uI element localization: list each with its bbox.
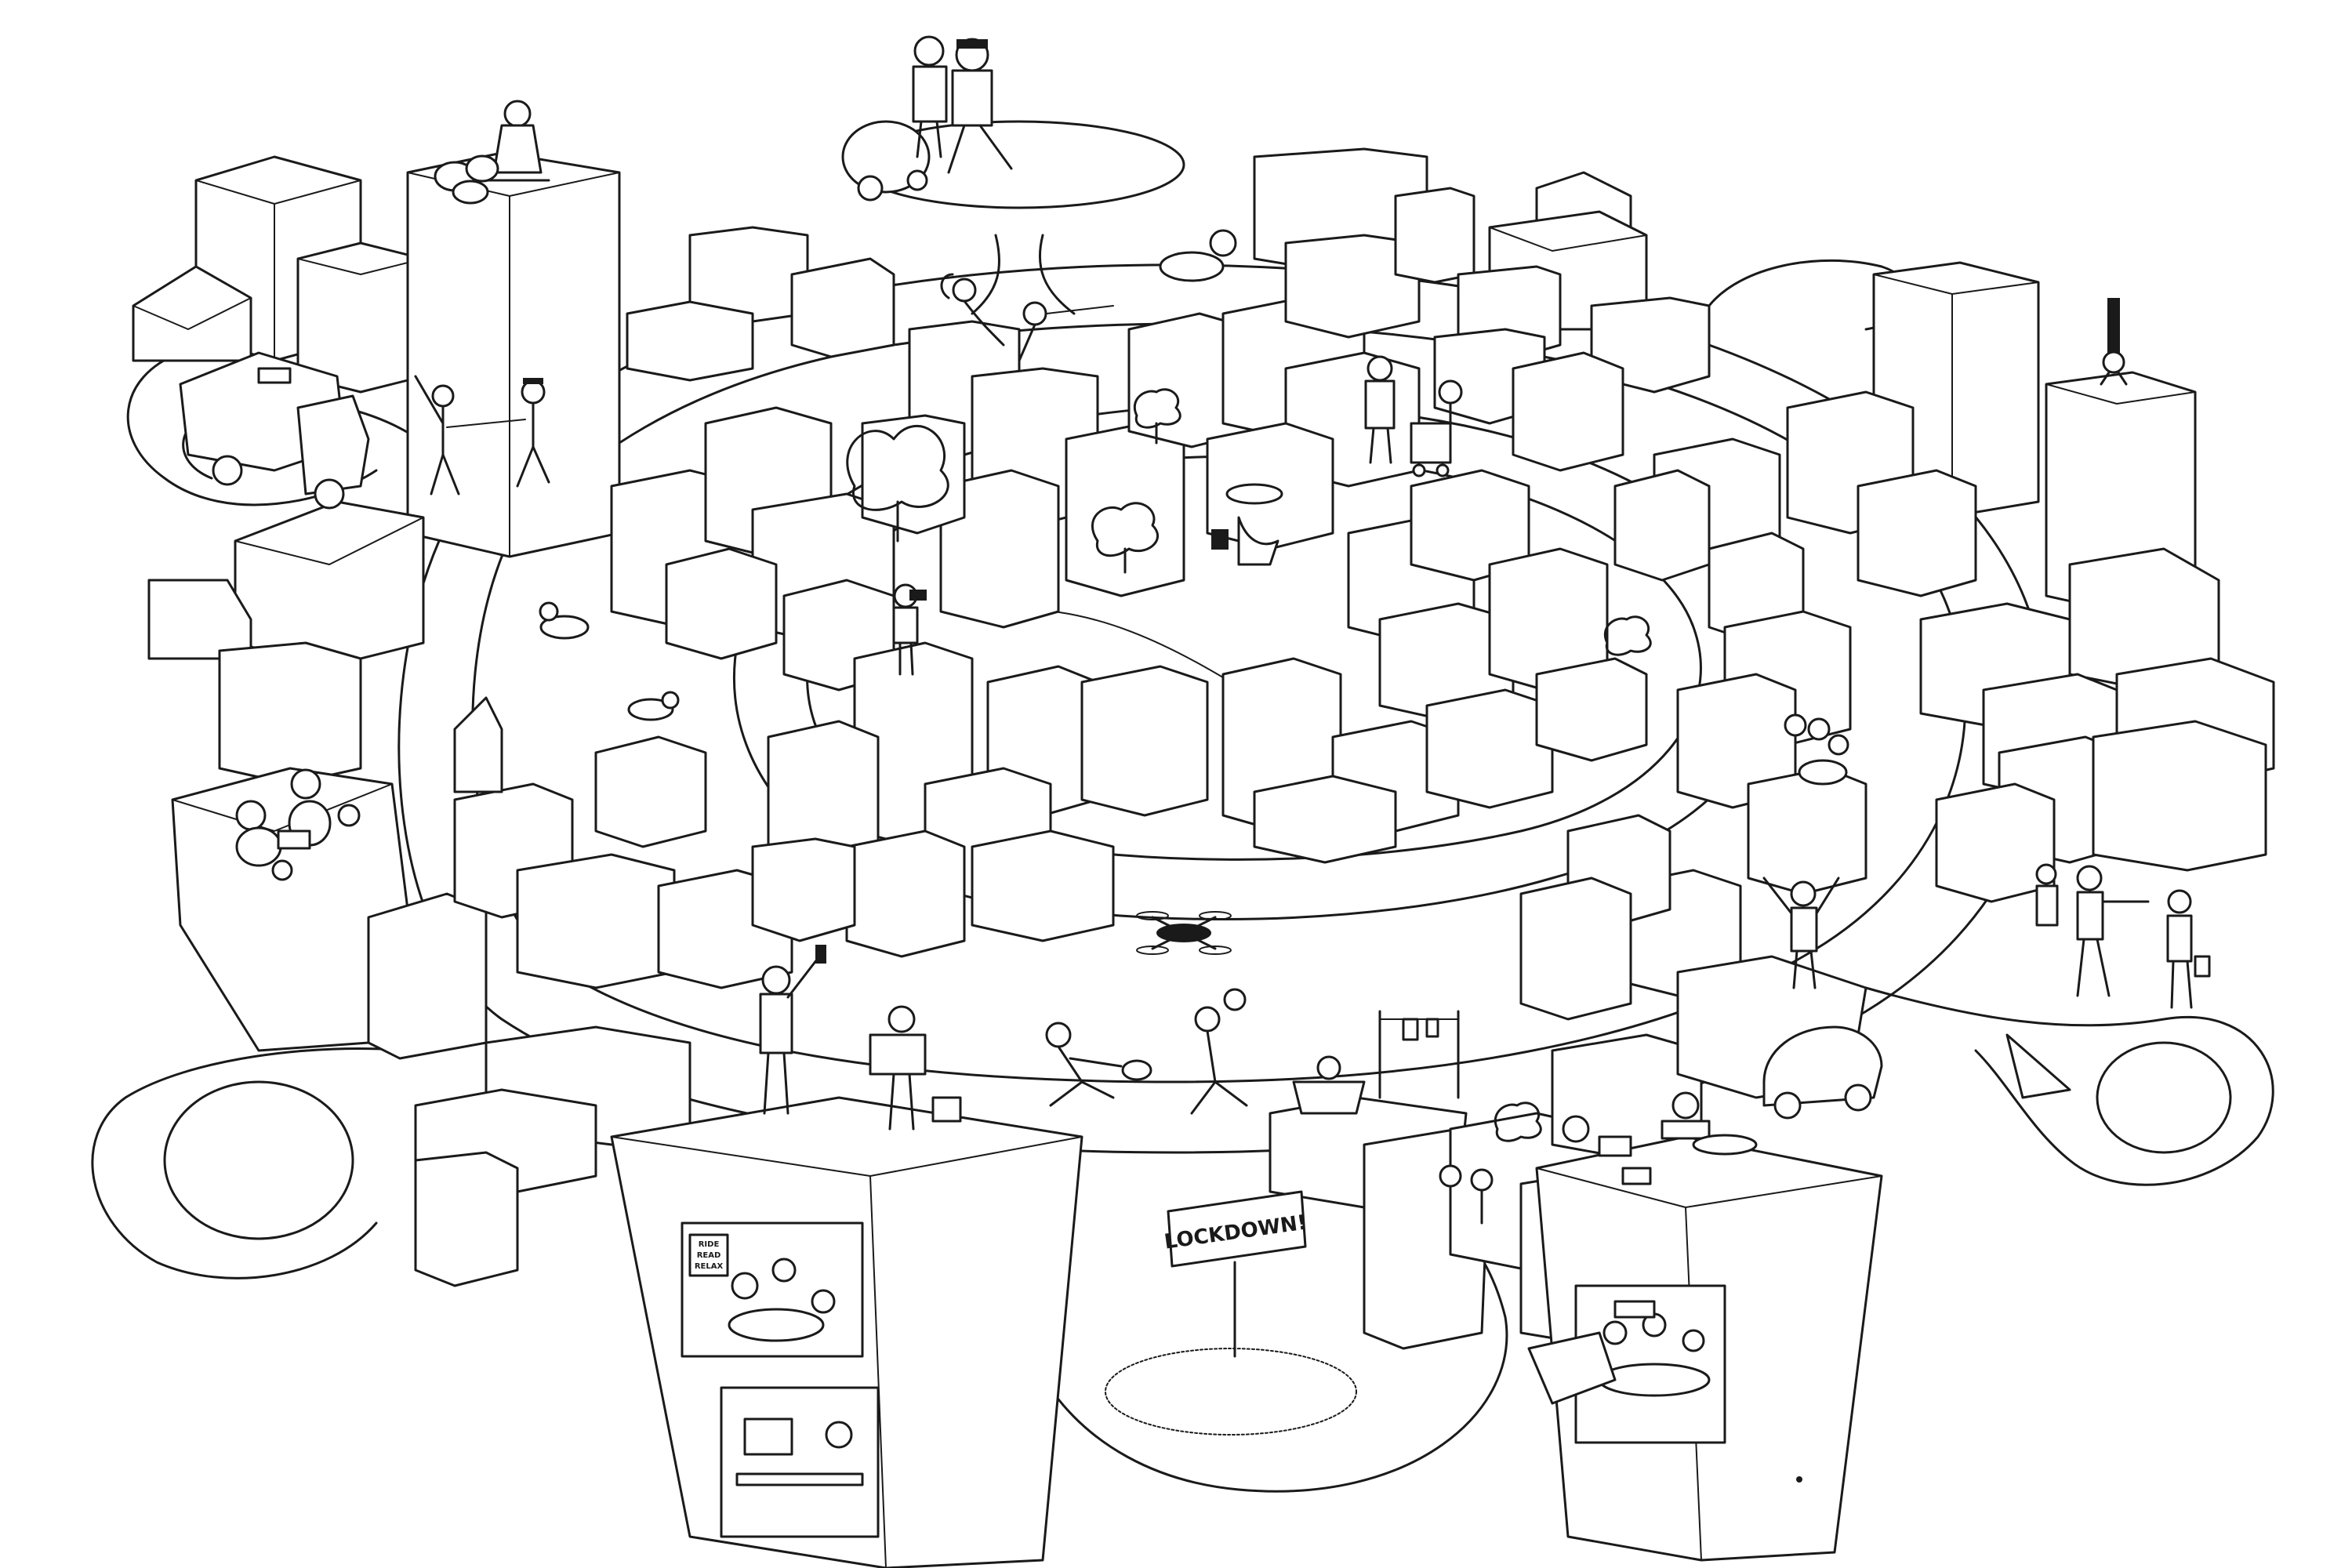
officer-pulling-rope bbox=[447, 378, 549, 486]
central-right-cluster bbox=[1129, 298, 1646, 862]
dog-running bbox=[629, 692, 678, 720]
police-officer-figure bbox=[949, 39, 1011, 172]
bottom-left-loop-road bbox=[93, 1049, 408, 1279]
poster-line-1: RIDE bbox=[699, 1240, 720, 1249]
small-house-left-edge bbox=[149, 580, 251, 659]
far-right-cluster bbox=[1921, 549, 2274, 902]
man-in-bathtub bbox=[1294, 1057, 1364, 1113]
woman-reading-newspaper bbox=[870, 1007, 960, 1129]
woman-with-baby bbox=[2037, 865, 2057, 925]
man-with-rope-left bbox=[416, 376, 459, 494]
tree-bottom-right bbox=[1495, 1103, 1541, 1141]
garbage-bags-on-rooftop bbox=[435, 156, 498, 203]
vendor-with-cart bbox=[1411, 381, 1461, 476]
dog-jumping bbox=[540, 603, 588, 638]
central-dense-cluster bbox=[612, 321, 1184, 690]
people bbox=[237, 37, 2209, 1223]
man-holding-bags bbox=[2168, 891, 2209, 1007]
musicians-on-balcony bbox=[1785, 715, 1848, 784]
bottom-left-low-buildings bbox=[416, 1027, 690, 1286]
stacked-building-left-upper bbox=[235, 502, 423, 666]
man-waving-arms bbox=[1764, 878, 1838, 988]
box-cluster-top-center bbox=[627, 227, 894, 380]
poster-on-wall: RIDE READ RELAX bbox=[690, 1235, 728, 1276]
tree-left-center bbox=[848, 426, 949, 541]
family-room-scene bbox=[729, 1259, 834, 1341]
small-building-left-lower bbox=[368, 894, 486, 1058]
road-to-police-square-left bbox=[972, 235, 1000, 314]
drone-flying bbox=[1137, 912, 1231, 954]
tree-upper-middle bbox=[1134, 390, 1180, 443]
man-taking-selfie bbox=[760, 945, 826, 1113]
small-house-far-left bbox=[133, 267, 251, 361]
buildings: RIDE READ RELAX bbox=[133, 149, 2274, 1568]
central-lower-cluster bbox=[753, 643, 1207, 956]
dining-room-scene bbox=[1599, 1301, 1709, 1396]
scooter-police bbox=[843, 122, 929, 200]
man-reclining-on-boxes bbox=[1160, 230, 1236, 281]
grass-circle bbox=[1105, 1348, 1356, 1435]
open-crate bbox=[1529, 1333, 1615, 1403]
masked-person-figure bbox=[913, 37, 946, 157]
window-interiors bbox=[729, 1259, 1709, 1485]
office-room-scene bbox=[737, 1419, 862, 1485]
trees bbox=[848, 390, 1651, 1141]
man-swinging-on-rope bbox=[1019, 303, 1113, 361]
poster-line-3: RELAX bbox=[695, 1262, 724, 1271]
right-roundabout bbox=[2097, 1043, 2230, 1152]
ink-dot bbox=[1796, 1476, 1802, 1483]
vehicles bbox=[180, 122, 1882, 1118]
lockdown-park: LOCKDOWN! bbox=[1105, 1192, 1356, 1435]
tall-tower-party-roof bbox=[408, 153, 619, 557]
tree-near-stacked-boxes bbox=[1092, 503, 1157, 572]
family-playing-on-rooftop bbox=[237, 770, 359, 880]
lockdown-signboard bbox=[1168, 1192, 1305, 1266]
outer-ring-road-inner-edge bbox=[473, 324, 1965, 1082]
sunbather-on-rooftop bbox=[1211, 485, 1282, 564]
inner-left-cluster bbox=[455, 698, 792, 988]
monkey-swinging bbox=[942, 274, 1004, 345]
clothesline bbox=[1380, 1011, 1458, 1098]
man-pointing-gun bbox=[2078, 866, 2148, 996]
small-car-right bbox=[1764, 1027, 1882, 1118]
traffic-island-triangle bbox=[2007, 1035, 2070, 1098]
top-right-houses bbox=[1254, 149, 1709, 470]
building-left-middle bbox=[220, 643, 361, 784]
delivery-truck-left bbox=[180, 353, 368, 508]
woman-drinking-on-rooftop bbox=[486, 101, 549, 180]
people-on-laptops-rooftop bbox=[1563, 1093, 1756, 1184]
photographer-on-roof bbox=[894, 585, 927, 674]
kids-on-rooftop bbox=[1440, 1166, 1492, 1223]
man-carrying-friend bbox=[1192, 989, 1247, 1113]
handstand-figure bbox=[2101, 298, 2126, 384]
poster-line-2: READ bbox=[697, 1251, 721, 1260]
right-loop-road bbox=[1866, 988, 2273, 1185]
runner-with-net bbox=[1047, 1023, 1151, 1105]
window-office-room bbox=[721, 1388, 878, 1537]
right-side-cluster bbox=[1521, 392, 1976, 1019]
main-tower-bottom-left bbox=[612, 1098, 1082, 1568]
tree-right-cluster bbox=[1605, 617, 1650, 655]
bottom-left-roundabout bbox=[165, 1082, 353, 1239]
road-to-police-square-right bbox=[1040, 235, 1074, 314]
man-standing-by-cart bbox=[1366, 357, 1394, 463]
